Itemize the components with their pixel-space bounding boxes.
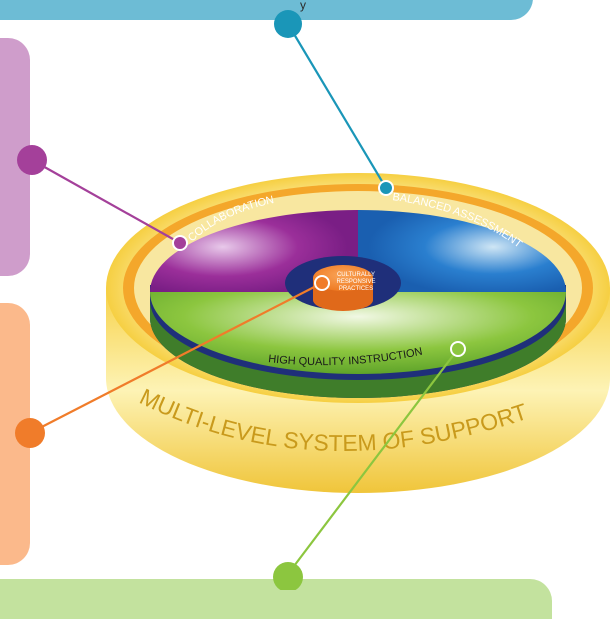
orange-dot-large [15, 418, 45, 448]
connector-orange [29, 282, 323, 434]
support-system-diagram: CULTURALLY RESPONSIVE PRACTICES COLLABOR… [15, 10, 610, 590]
center-label-line-2: RESPONSIVE [336, 279, 375, 285]
panel-partial-text: y [300, 0, 306, 12]
connector-blue [287, 23, 387, 189]
blue-dot-large [274, 10, 302, 38]
green-dot-small [450, 341, 466, 357]
purple-dot-large [17, 145, 47, 175]
connector-purple [31, 159, 181, 244]
purple-dot-small [172, 235, 188, 251]
assessment-section [358, 210, 566, 292]
green-dot-large [273, 562, 303, 590]
blue-dot-small [378, 180, 394, 196]
center-label-line-3: PRACTICES [339, 286, 373, 292]
orange-dot-small [314, 275, 330, 291]
center-label-line-1: CULTURALLY [337, 272, 375, 278]
balanced-assessment-panel: y [0, 0, 533, 20]
connector-green [287, 348, 459, 575]
